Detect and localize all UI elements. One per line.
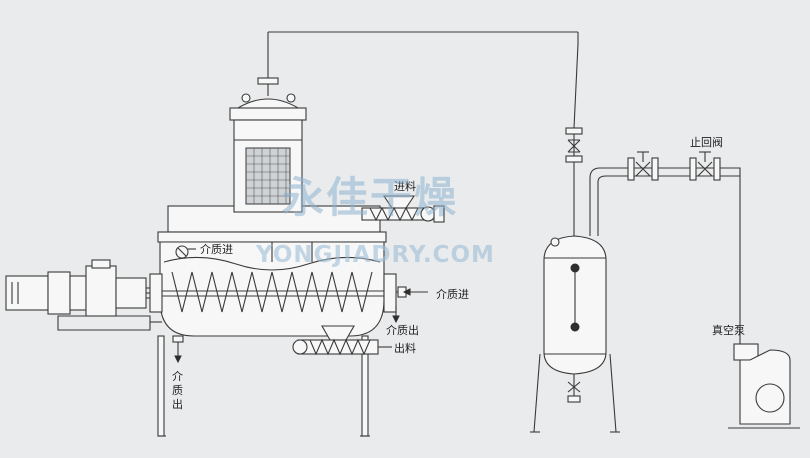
watermark-en: YONGJIADRY.COM — [255, 242, 495, 268]
label-feed-in: 进料 — [394, 179, 416, 193]
vacuum-pump — [728, 343, 800, 429]
gearbox — [85, 259, 162, 317]
feed-screw — [361, 195, 445, 223]
label-check-valve: 止回阀 — [690, 135, 723, 149]
watermark-cn: 永佳干燥 — [282, 173, 458, 222]
dryer-body — [149, 205, 397, 337]
medium-inlet-right — [396, 286, 428, 298]
medium-outlet-left — [172, 335, 184, 364]
dust-filter — [229, 76, 307, 213]
drive-motor — [5, 271, 87, 315]
receiver-tank — [530, 235, 620, 433]
medium-inlet-left — [175, 245, 196, 259]
vacuum-line — [589, 151, 741, 344]
vapor-line — [267, 31, 583, 236]
discharge-screw — [292, 325, 392, 356]
drive-base — [57, 315, 162, 331]
label-medium-out-right: 介质出 — [386, 323, 419, 337]
label-medium-out-left: 介 质 出 — [172, 370, 187, 411]
agitator-paddles — [171, 271, 373, 313]
label-medium-in-left: 介质进 — [200, 243, 233, 256]
label-discharge: 出料 — [394, 341, 416, 355]
label-vacuum-pump: 真空泵 — [712, 323, 745, 337]
label-medium-in-right: 介质进 — [436, 288, 469, 301]
medium-outlet-right — [392, 306, 400, 324]
dryer-legs — [157, 335, 370, 437]
